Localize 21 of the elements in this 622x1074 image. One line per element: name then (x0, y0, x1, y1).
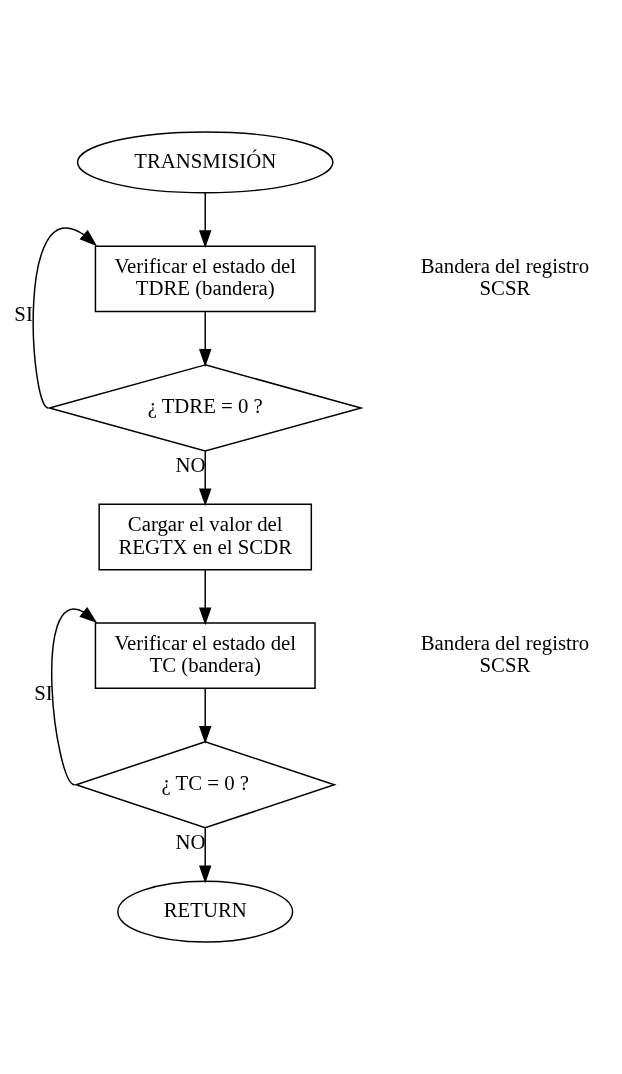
edge-label: SI (34, 681, 53, 705)
arrow (199, 450, 212, 507)
node-diamond: ¿ TC = 0 ? (73, 740, 337, 829)
node-box: Verificar el estado del TC (bandera) (94, 622, 316, 690)
edge-label: NO (175, 830, 206, 854)
arrow (51, 606, 98, 786)
edge-label: SI (14, 302, 33, 326)
arrow (199, 569, 212, 626)
edge-label: NO (175, 453, 206, 477)
node-box: Cargar el valor del REGTX en el SCDR (98, 503, 313, 571)
node-diamond: ¿ TDRE = 0 ? (46, 364, 364, 452)
arrow (199, 310, 212, 367)
label: Bandera del registro SCSR (420, 631, 590, 677)
arrow (199, 687, 212, 744)
node-ellipse: RETURN (117, 880, 294, 943)
node-ellipse: TRANSMISIÓN (76, 131, 334, 194)
arrow (32, 227, 98, 409)
node-box: Verificar el estado del TDRE (bandera) (94, 245, 316, 313)
label: Bandera del registro SCSR (420, 254, 590, 300)
arrow (199, 827, 212, 884)
arrow (199, 192, 212, 249)
